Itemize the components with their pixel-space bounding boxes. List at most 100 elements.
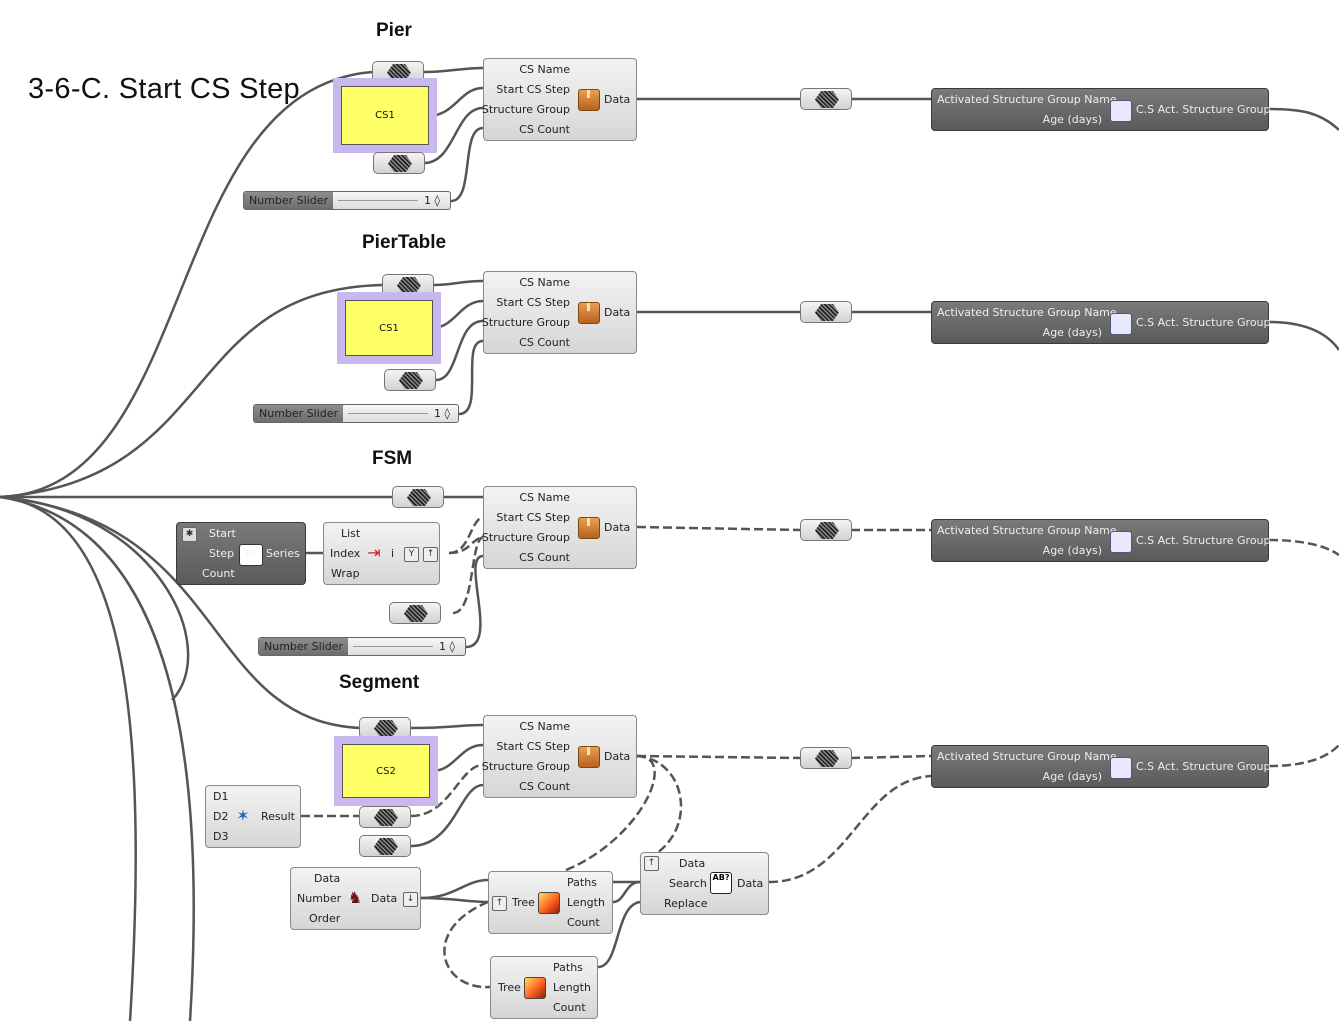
input-cs-name[interactable]: CS Name [519, 276, 570, 289]
tree-statistics-2[interactable]: Tree Paths Length Count [490, 956, 598, 1019]
relay-pier-structure-group[interactable] [373, 152, 425, 174]
output-cs-act-structure-group[interactable]: C.S Act. Structure Group [1136, 760, 1271, 773]
filter-icon[interactable]: Y [404, 547, 419, 562]
input-structure-group[interactable]: Structure Group [481, 103, 570, 116]
act-component-segment[interactable]: Activated Structure Group Name Age (days… [931, 745, 1271, 788]
input-start[interactable]: Start [209, 527, 236, 540]
relay-piertable-structure-group[interactable] [384, 369, 436, 391]
settings-icon[interactable]: ✱ [182, 527, 197, 542]
series-component[interactable]: ✱ Start Step Count 0² Series [176, 522, 306, 585]
output-data[interactable]: Data [604, 306, 631, 319]
output-length[interactable]: Length [567, 896, 605, 909]
relay-piertable-data[interactable] [800, 301, 852, 323]
cs-component-fsm[interactable]: CS Name Start CS Step Structure Group CS… [481, 486, 637, 569]
output-data[interactable]: Data [737, 877, 764, 890]
input-search[interactable]: Search [669, 877, 707, 890]
relay-piertable-cs-name[interactable] [382, 274, 434, 296]
input-structure-group[interactable]: Structure Group [481, 531, 570, 544]
output-data[interactable]: Data [371, 892, 398, 905]
act-component-piertable[interactable]: Activated Structure Group Name Age (days… [931, 301, 1271, 344]
input-order[interactable]: Order [309, 912, 341, 925]
input-start-cs-step[interactable]: Start CS Step [496, 740, 570, 753]
relay-pier-data[interactable] [800, 88, 852, 110]
number-slider-fsm[interactable]: Number Slider 1 ◊ [258, 637, 466, 656]
cs-component-piertable[interactable]: CS Name Start CS Step Structure Group CS… [481, 271, 637, 354]
input-tree[interactable]: Tree [498, 981, 521, 994]
relay-fsm-structure-group[interactable] [389, 602, 441, 624]
input-cs-count[interactable]: CS Count [519, 336, 570, 349]
panel-group-pier[interactable]: CS1 [333, 78, 437, 153]
input-start-cs-step[interactable]: Start CS Step [496, 511, 570, 524]
input-cs-count[interactable]: CS Count [519, 123, 570, 136]
cs-component-segment[interactable]: CS Name Start CS Step Structure Group CS… [481, 715, 637, 798]
output-data[interactable]: Data [604, 521, 631, 534]
input-age-days[interactable]: Age (days) [1042, 113, 1102, 126]
flatten-up-icon[interactable]: ↑ [492, 896, 507, 911]
output-cs-act-structure-group[interactable]: C.S Act. Structure Group [1136, 534, 1271, 547]
input-start-cs-step[interactable]: Start CS Step [496, 83, 570, 96]
relay-segment-cs-count[interactable] [359, 835, 411, 857]
output-data[interactable]: Data [604, 750, 631, 763]
input-age-days[interactable]: Age (days) [1042, 544, 1102, 557]
input-activated-structure-group-name[interactable]: Activated Structure Group Name [937, 524, 1117, 537]
input-age-days[interactable]: Age (days) [1042, 770, 1102, 783]
flatten-up-icon[interactable]: ↑ [423, 547, 438, 562]
act-component-fsm[interactable]: Activated Structure Group Name Age (days… [931, 519, 1271, 562]
output-i[interactable]: i [391, 547, 395, 560]
input-activated-structure-group-name[interactable]: Activated Structure Group Name [937, 93, 1117, 106]
input-number[interactable]: Number [297, 892, 342, 905]
relay-segment-data[interactable] [800, 747, 852, 769]
input-wrap[interactable]: Wrap [331, 567, 360, 580]
input-age-days[interactable]: Age (days) [1042, 326, 1102, 339]
output-cs-act-structure-group[interactable]: C.S Act. Structure Group [1136, 103, 1271, 116]
relay-fsm-cs-name[interactable] [392, 486, 444, 508]
list-item-component[interactable]: List Index Wrap ⇥ i Y ↑ [323, 522, 440, 585]
input-d1[interactable]: D1 [213, 790, 229, 803]
input-replace[interactable]: Replace [664, 897, 708, 910]
input-count[interactable]: Count [202, 567, 235, 580]
number-slider-pier[interactable]: Number Slider 1 ◊ [243, 191, 451, 210]
input-cs-name[interactable]: CS Name [519, 63, 570, 76]
output-length[interactable]: Length [553, 981, 591, 994]
input-tree[interactable]: Tree [512, 896, 535, 909]
input-structure-group[interactable]: Structure Group [481, 316, 570, 329]
input-structure-group[interactable]: Structure Group [481, 760, 570, 773]
relay-pier-cs-name[interactable] [372, 61, 424, 83]
input-data[interactable]: Data [314, 872, 341, 885]
panel-group-piertable[interactable]: CS1 [337, 292, 441, 364]
relay-fsm-data[interactable] [800, 519, 852, 541]
input-cs-name[interactable]: CS Name [519, 720, 570, 733]
merge-component[interactable]: D1 D2 D3 ✶ Result [205, 785, 301, 848]
number-slider-piertable[interactable]: Number Slider 1 ◊ [253, 404, 459, 423]
output-count[interactable]: Count [567, 916, 600, 929]
panel-segment[interactable]: CS2 [342, 744, 430, 798]
input-d3[interactable]: D3 [213, 830, 229, 843]
input-index[interactable]: Index [330, 547, 361, 560]
output-data[interactable]: Data [604, 93, 631, 106]
input-cs-count[interactable]: CS Count [519, 551, 570, 564]
slider-track[interactable] [353, 646, 433, 647]
input-activated-structure-group-name[interactable]: Activated Structure Group Name [937, 750, 1117, 763]
output-paths[interactable]: Paths [567, 876, 597, 889]
relay-segment-structure-group[interactable] [359, 806, 411, 828]
input-step[interactable]: Step [209, 547, 235, 560]
input-cs-name[interactable]: CS Name [519, 491, 570, 504]
graft-down-icon[interactable]: ↓ [403, 892, 418, 907]
input-data[interactable]: Data [679, 857, 706, 870]
output-series[interactable]: Series [266, 547, 300, 560]
slider-track[interactable] [348, 413, 428, 414]
tree-statistics-1[interactable]: ↑ Tree Paths Length Count [488, 871, 613, 934]
panel-pier[interactable]: CS1 [341, 86, 429, 145]
input-d2[interactable]: D2 [213, 810, 229, 823]
pick-component[interactable]: Data Number Order ♞ Data ↓ [290, 867, 421, 930]
input-activated-structure-group-name[interactable]: Activated Structure Group Name [937, 306, 1117, 319]
flatten-up-icon[interactable]: ↑ [644, 856, 659, 871]
output-count[interactable]: Count [553, 1001, 586, 1014]
panel-group-segment[interactable]: CS2 [334, 736, 438, 806]
input-list[interactable]: List [341, 527, 361, 540]
panel-piertable[interactable]: CS1 [345, 300, 433, 356]
slider-track[interactable] [338, 200, 418, 201]
input-start-cs-step[interactable]: Start CS Step [496, 296, 570, 309]
cs-component-pier[interactable]: CS Name Start CS Step Structure Group CS… [481, 58, 637, 141]
act-component-pier[interactable]: Activated Structure Group Name Age (days… [931, 88, 1271, 131]
